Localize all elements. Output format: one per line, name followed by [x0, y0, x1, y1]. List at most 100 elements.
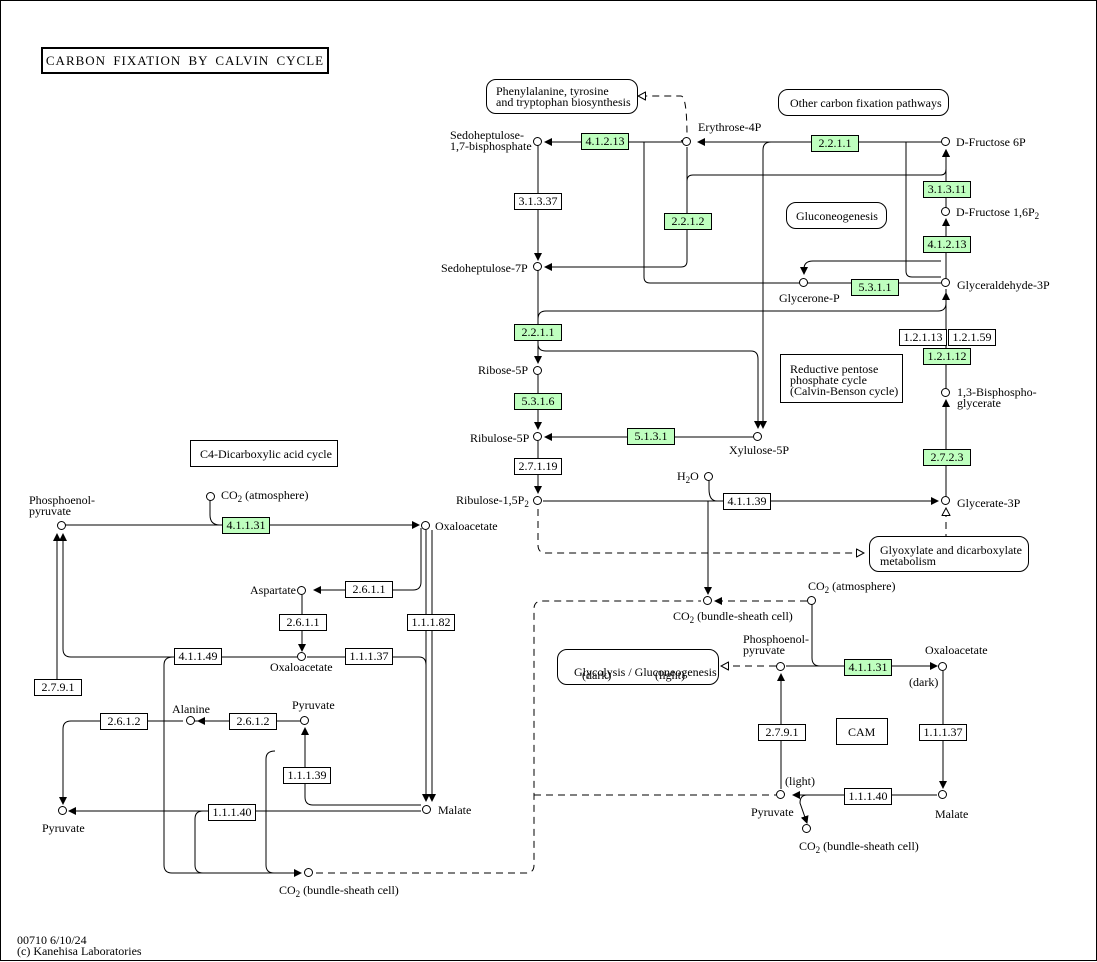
link-glycolysis[interactable]: Glycolysis / Gluconeogenesis (dark) (lig… [557, 649, 719, 685]
glycerone-p-node[interactable] [799, 278, 808, 287]
enzyme-1-1-1-40-a[interactable]: 1.1.1.40 [208, 804, 256, 821]
ru5p-node[interactable] [533, 432, 542, 441]
c4-cycle-label: C4-Dicarboxylic acid cycle [190, 440, 338, 467]
enzyme-2-6-1-1-a[interactable]: 2.6.1.1 [345, 581, 393, 598]
oaa-cam-node[interactable] [938, 662, 947, 671]
pyruvate-c4-2-node[interactable] [58, 806, 67, 815]
sbp-node[interactable] [533, 137, 542, 146]
enzyme-2-7-9-1-b[interactable]: 2.7.9.1 [758, 724, 806, 741]
enzyme-5-1-3-1[interactable]: 5.1.3.1 [627, 428, 675, 445]
glycolysis-label: Glycolysis / Gluconeogenesis [574, 665, 717, 679]
pyruvate-c4-node[interactable] [300, 716, 309, 725]
co2-atmosphere-cam-node[interactable] [807, 596, 816, 605]
oaa-c4-node[interactable] [421, 521, 430, 530]
x5p-label: Xylulose-5P [729, 443, 789, 457]
enzyme-5-3-1-1[interactable]: 5.3.1.1 [851, 279, 899, 296]
co2-atmosphere-cam-label: CO2 (atmosphere) [808, 579, 896, 595]
calvin-cycle-label: Reductive pentose phosphate cycle (Calvi… [780, 354, 903, 403]
pep-c4-label: Phosphoenol- pyruvate [29, 493, 95, 518]
oaa-c4-2-label: Oxaloacetate [270, 660, 333, 674]
enzyme-4-1-1-31-a[interactable]: 4.1.1.31 [222, 517, 270, 534]
enzyme-4-1-1-31-b[interactable]: 4.1.1.31 [844, 659, 892, 676]
rubp-node[interactable] [533, 496, 542, 505]
map-title: CARBON FIXATION BY CALVIN CYCLE [41, 47, 329, 74]
oaa-c4-2-node[interactable] [297, 652, 306, 661]
aspartate-node[interactable] [297, 586, 306, 595]
enzyme-2-6-1-2-a[interactable]: 2.6.1.2 [100, 713, 148, 730]
co2-bundle-sheath-cam-node[interactable] [802, 824, 811, 833]
enzyme-3-1-3-37[interactable]: 3.1.3.37 [514, 193, 562, 210]
enzyme-1-1-1-82[interactable]: 1.1.1.82 [407, 614, 455, 631]
link-other-carbon-fixation[interactable]: Other carbon fixation pathways [778, 89, 949, 116]
fbp-node[interactable] [941, 207, 950, 216]
co2-atmosphere-c4-node[interactable] [206, 492, 215, 501]
cam-label: CAM [836, 718, 888, 745]
enzyme-1-1-1-40-b[interactable]: 1.1.1.40 [844, 788, 892, 805]
enzyme-4-1-2-13-b[interactable]: 4.1.2.13 [923, 236, 971, 253]
h2o-node[interactable] [704, 472, 713, 481]
enzyme-1-2-1-59[interactable]: 1.2.1.59 [948, 329, 996, 346]
ru5p-label: Ribulose-5P [470, 431, 530, 445]
pep-cam-label: Phosphoenol- pyruvate [743, 632, 809, 657]
enzyme-1-2-1-13[interactable]: 1.2.1.13 [899, 329, 947, 346]
malate-c4-label: Malate [438, 803, 472, 817]
f6p-node[interactable] [941, 137, 950, 146]
r5p-label: Ribose-5P [478, 363, 529, 377]
oaa-cam-dark-label: (dark) [909, 675, 939, 689]
enzyme-4-1-2-13-a[interactable]: 4.1.2.13 [581, 133, 629, 150]
enzyme-4-1-1-39[interactable]: 4.1.1.39 [723, 493, 771, 510]
s7p-label: Sedoheptulose-7P [441, 261, 528, 275]
pep-c4-node[interactable] [57, 521, 66, 530]
enzyme-2-2-1-1-a[interactable]: 2.2.1.1 [811, 135, 859, 152]
e4p-node[interactable] [682, 137, 691, 146]
enzyme-1-1-1-37-a[interactable]: 1.1.1.37 [345, 648, 393, 665]
malate-c4-node[interactable] [422, 805, 431, 814]
enzyme-2-2-1-1-b[interactable]: 2.2.1.1 [514, 324, 562, 341]
glycerate-3p-node[interactable] [941, 496, 950, 505]
enzyme-4-1-1-49[interactable]: 4.1.1.49 [174, 648, 222, 665]
enzyme-2-2-1-2[interactable]: 2.2.1.2 [664, 213, 712, 230]
enzyme-5-3-1-6[interactable]: 5.3.1.6 [514, 393, 562, 410]
pep-cam-node[interactable] [776, 662, 785, 671]
glycolysis-dark-label: (dark) [582, 668, 612, 682]
enzyme-2-7-9-1-a[interactable]: 2.7.9.1 [34, 679, 82, 696]
alanine-label: Alanine [172, 702, 210, 716]
copyright: (c) Kanehisa Laboratories [17, 944, 142, 958]
alanine-node[interactable] [186, 716, 195, 725]
enzyme-2-7-1-19[interactable]: 2.7.1.19 [514, 458, 562, 475]
malate-cam-label: Malate [935, 807, 969, 821]
fbp-label: D-Fructose 1,6P2 [956, 205, 1040, 221]
bpg-node[interactable] [941, 388, 950, 397]
co2-bundle-sheath-c4-node[interactable] [304, 868, 313, 877]
sbp-label: Sedoheptulose- 1,7-bisphosphate [450, 128, 532, 153]
s7p-node[interactable] [533, 262, 542, 271]
enzyme-1-1-1-39[interactable]: 1.1.1.39 [283, 767, 331, 784]
g3p-label: Glyceraldehyde-3P [957, 278, 1050, 292]
enzyme-1-2-1-12[interactable]: 1.2.1.12 [923, 348, 971, 365]
co2-bundle-sheath-c4-label: CO2 (bundle-sheath cell) [279, 883, 399, 899]
malate-cam-node[interactable] [938, 790, 947, 799]
glycerone-p-label: Glycerone-P [779, 291, 840, 305]
x5p-node[interactable] [753, 432, 762, 441]
enzyme-2-6-1-1-b[interactable]: 2.6.1.1 [279, 614, 327, 631]
g3p-node[interactable] [941, 278, 950, 287]
r5p-node[interactable] [533, 366, 542, 375]
glycolysis-light-label: (light) [655, 668, 685, 682]
pyruvate-cam-node[interactable] [776, 790, 785, 799]
enzyme-2-6-1-2-b[interactable]: 2.6.1.2 [229, 713, 277, 730]
aspartate-label: Aspartate [250, 583, 296, 597]
pyruvate-c4-2-label: Pyruvate [42, 821, 85, 835]
enzyme-3-1-3-11[interactable]: 3.1.3.11 [923, 181, 971, 198]
co2-bundle-sheath-node[interactable] [703, 596, 712, 605]
oaa-c4-label: Oxaloacetate [435, 519, 498, 533]
pyruvate-cam-light-label: (light) [785, 774, 815, 788]
link-glyoxylate-metabolism[interactable]: Glyoxylate and dicarboxylate metabolism [869, 536, 1029, 572]
map-id-date: 00710 6/10/24 [17, 933, 87, 947]
enzyme-1-1-1-37-b[interactable]: 1.1.1.37 [919, 724, 967, 741]
link-gluconeogenesis[interactable]: Gluconeogenesis [786, 202, 887, 229]
link-aromatic-biosynthesis[interactable]: Phenylalanine, tyrosine and tryptophan b… [486, 79, 638, 114]
glycerate-3p-label: Glycerate-3P [957, 496, 1021, 510]
enzyme-2-7-2-3[interactable]: 2.7.2.3 [923, 449, 971, 466]
